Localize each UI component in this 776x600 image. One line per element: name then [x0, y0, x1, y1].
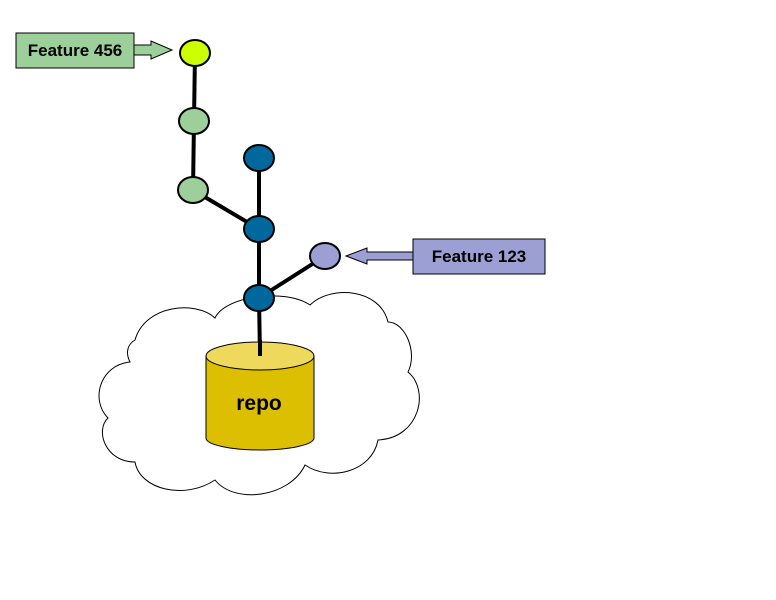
feature-123-arrow-icon	[344, 247, 414, 265]
feature-123-label: Feature 123	[432, 247, 527, 266]
feature-456-label: Feature 456	[28, 41, 123, 60]
repo-cylinder: repo	[205, 340, 315, 451]
feature-456-tip-commit	[179, 39, 211, 67]
commit-nodes	[177, 39, 341, 312]
feature-123-box	[412, 238, 546, 275]
main-commit-3	[243, 144, 275, 172]
feature-456-arrow-icon	[133, 40, 174, 60]
feature-456-callout: Feature 456	[15, 32, 174, 69]
main-commit-2	[243, 215, 275, 243]
feature-123-callout: Feature 123	[344, 238, 546, 275]
feature-123-tip-commit	[309, 242, 341, 270]
repo-label: repo	[236, 392, 282, 415]
main-commit-1	[243, 284, 275, 312]
feature-456-box	[15, 32, 135, 69]
feature-456-commit-1	[177, 176, 209, 204]
feature-456-commit-2	[178, 107, 210, 135]
